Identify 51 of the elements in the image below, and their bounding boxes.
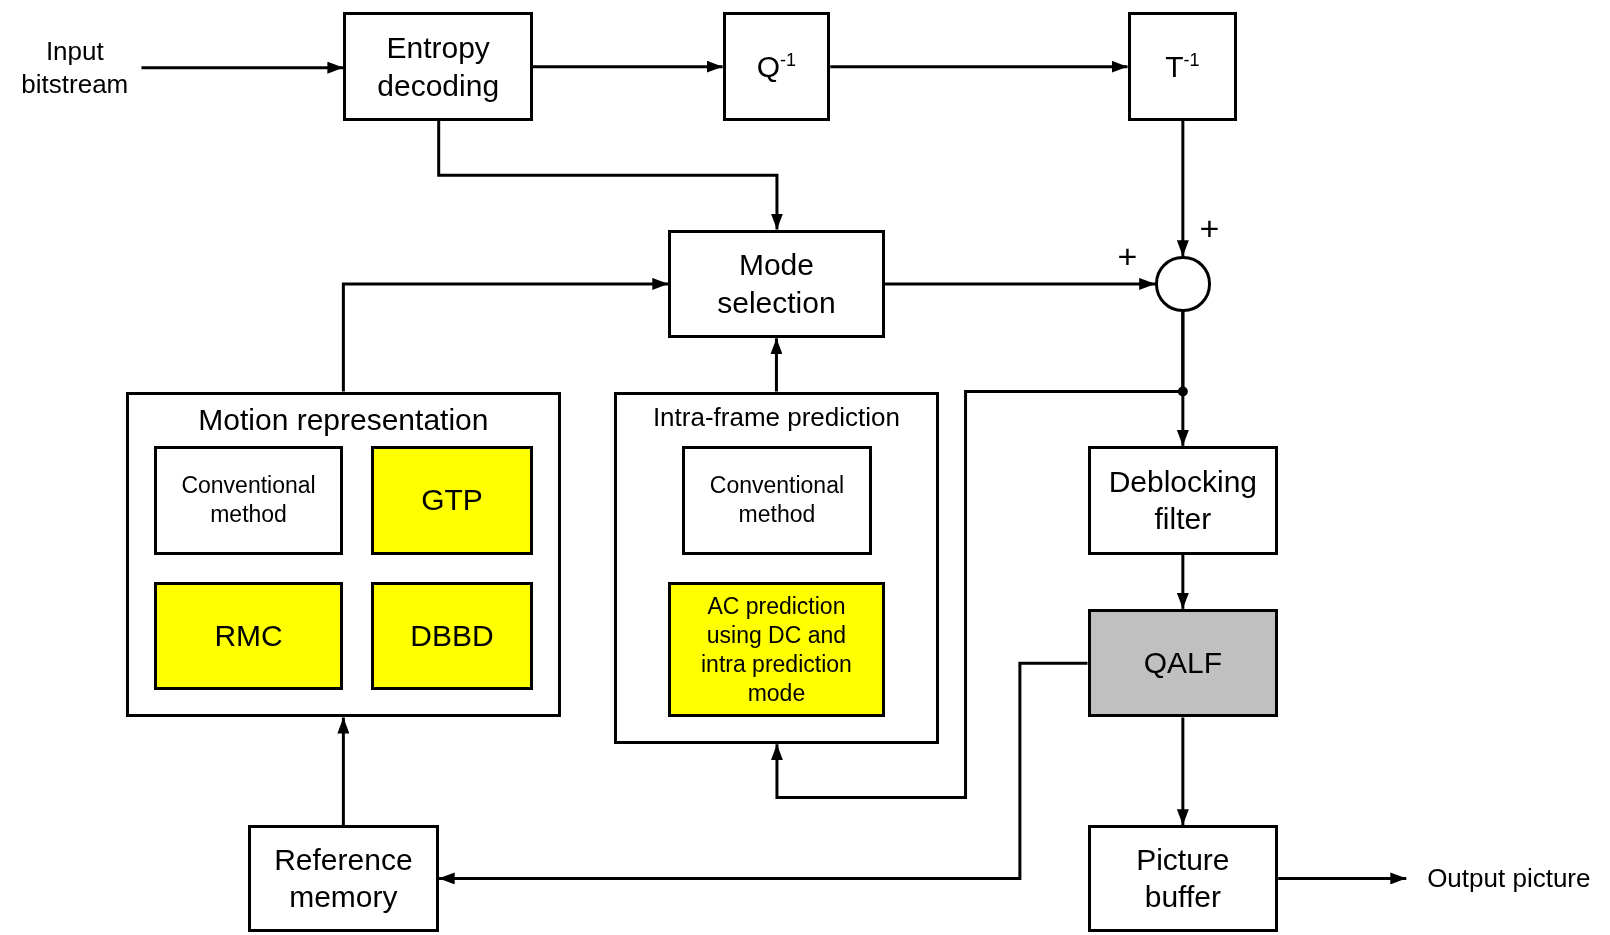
arrow (830, 60, 1128, 73)
process-box (153, 445, 344, 555)
box-label: Mode selection (716, 247, 837, 321)
process-box (668, 229, 885, 339)
arrow (341, 277, 669, 392)
process-box (371, 445, 533, 555)
box-label: Entropy decoding (376, 30, 501, 104)
process-box (1087, 825, 1279, 932)
box-label: Deblocking filter (1107, 463, 1259, 538)
box-label: AC prediction using DC and intra prediction mode (700, 592, 853, 708)
process-box (681, 445, 873, 555)
edge-label: + (1199, 210, 1220, 245)
arrow (1176, 717, 1189, 826)
process-box (722, 12, 831, 121)
process-box (248, 825, 439, 932)
box-label: Picture buffer (1135, 841, 1231, 916)
process-box (1087, 608, 1279, 718)
group-title: Motion representation (198, 401, 489, 438)
box-label: Q$^{-1}$ (756, 48, 797, 85)
process-box (1087, 445, 1279, 555)
box-label: RMC (214, 618, 283, 655)
arrow (884, 277, 1156, 290)
arrow (770, 311, 1185, 799)
box-label: DBBD (410, 618, 494, 655)
text-label: Output picture (1427, 862, 1591, 895)
summing-junction (1155, 256, 1211, 312)
group-box (126, 391, 561, 718)
group-title: Intra-frame prediction (652, 400, 900, 434)
process-box (1127, 12, 1238, 121)
process-box (371, 582, 533, 690)
text-label: Input bitstream (20, 35, 130, 101)
arrow (437, 120, 783, 230)
box-label: Conventional method (708, 471, 846, 529)
process-box (153, 582, 344, 690)
process-box (343, 12, 533, 121)
arrow (438, 661, 1088, 885)
box-label: T$^{-1}$ (1165, 48, 1200, 85)
edge-label: + (1117, 239, 1138, 274)
arrow (770, 338, 783, 392)
arrow (1278, 872, 1407, 885)
box-label: GTP (421, 482, 483, 519)
arrow (1176, 120, 1189, 257)
process-box (668, 582, 885, 718)
arrow (1176, 554, 1189, 609)
box-label: Conventional method (180, 471, 317, 529)
arrow (141, 61, 344, 74)
box-label: QALF (1143, 645, 1222, 682)
box-label: Reference memory (273, 841, 414, 916)
arrow (533, 60, 723, 73)
arrow (337, 717, 350, 826)
group-box (613, 391, 939, 745)
